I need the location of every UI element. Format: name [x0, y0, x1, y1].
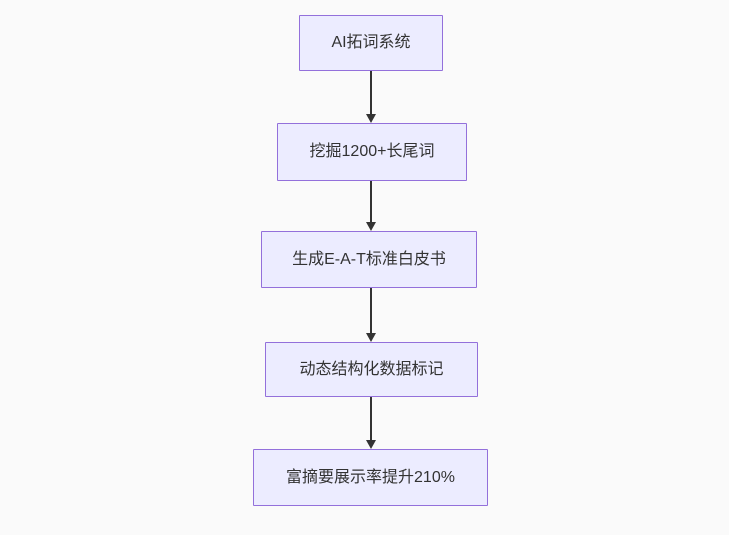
flowchart-node-structured-data: 动态结构化数据标记: [265, 342, 478, 397]
flow-arrow: [364, 71, 378, 123]
flow-arrow: [364, 288, 378, 342]
node-label: 动态结构化数据标记: [299, 360, 444, 378]
flowchart-node-eat-whitepaper: 生成E-A-T标准白皮书: [261, 231, 477, 288]
node-label: AI拓词系统: [331, 34, 411, 52]
arrowhead-icon: [365, 114, 376, 123]
arrow-line: [370, 288, 372, 335]
node-label: 富摘要展示率提升210%: [286, 468, 455, 486]
flowchart-node-ai-keyword-system: AI拓词系统: [299, 15, 443, 71]
arrow-line: [370, 181, 372, 224]
arrowhead-icon: [365, 222, 376, 231]
arrow-line: [370, 397, 372, 442]
node-label: 生成E-A-T标准白皮书: [292, 250, 446, 268]
node-label: 挖掘1200+长尾词: [309, 143, 435, 161]
arrowhead-icon: [365, 440, 376, 449]
arrow-line: [370, 71, 372, 116]
arrowhead-icon: [365, 333, 376, 342]
flow-arrow: [364, 181, 378, 231]
flowchart-node-rich-snippet-result: 富摘要展示率提升210%: [253, 449, 488, 506]
flow-arrow: [364, 397, 378, 449]
flowchart-node-longtail-mining: 挖掘1200+长尾词: [277, 123, 467, 181]
